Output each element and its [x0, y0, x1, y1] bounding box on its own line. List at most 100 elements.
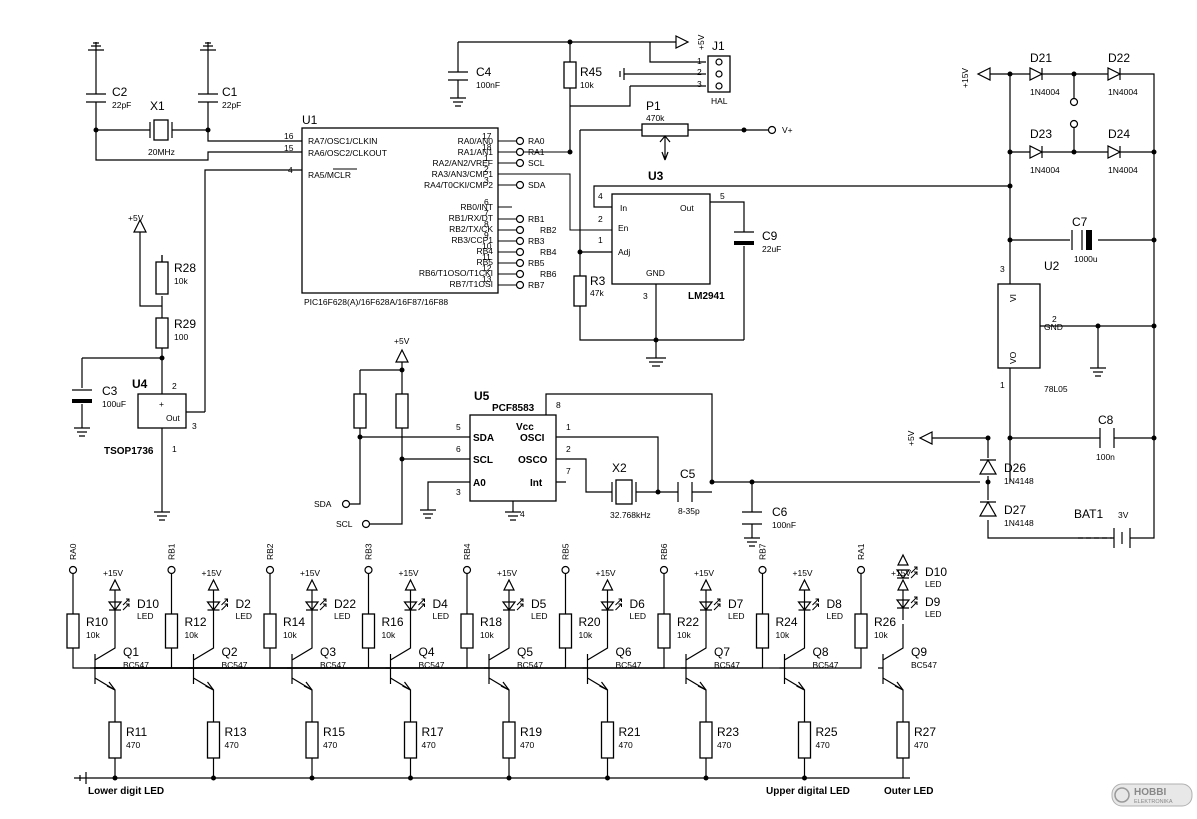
- u4-pin: 1: [172, 444, 177, 454]
- rb2-testpoint[interactable]: [515, 225, 525, 235]
- led-ref: D9: [925, 595, 941, 609]
- u5-pin-num: 4: [520, 509, 525, 519]
- rb5-testpoint[interactable]: [515, 258, 525, 268]
- x1-ref: X1: [150, 99, 165, 113]
- rb1-testpoint[interactable]: [515, 214, 525, 224]
- vplus-testpoint[interactable]: [767, 125, 777, 135]
- sda-testpoint[interactable]: [515, 180, 525, 190]
- driver-input-testpoint[interactable]: [265, 565, 275, 575]
- crystal-x1-icon: [149, 122, 173, 138]
- scl-testpoint[interactable]: [515, 158, 525, 168]
- u1-pin-num: 10: [482, 241, 492, 251]
- driver-input-testpoint[interactable]: [856, 565, 866, 575]
- d21-value: 1N4004: [1030, 87, 1060, 97]
- u1-pin-ra7: RA7/OSC1/CLKIN: [308, 136, 377, 146]
- led-supply-label: +15V: [694, 568, 714, 578]
- led-ref: D10: [925, 565, 947, 579]
- j1-ref: J1: [712, 39, 725, 53]
- u3-pin-out: Out: [680, 203, 694, 213]
- ra0-testpoint[interactable]: [515, 136, 525, 146]
- driver-net-label: RB2: [265, 543, 275, 560]
- driver-input-testpoint[interactable]: [364, 565, 373, 575]
- driver-input-testpoint[interactable]: [167, 565, 176, 575]
- d27-ref: D27: [1004, 503, 1026, 517]
- ir-plus5v-label: +5V: [128, 213, 144, 223]
- led-supply-label: +15V: [891, 568, 911, 578]
- oscillator-section: C2 22pF C1 22pF X1 20MHz: [86, 42, 302, 161]
- u3-pin-adj: Adj: [618, 247, 630, 257]
- d27-value: 1N4148: [1004, 518, 1034, 528]
- emitter-resistor-ref: R23: [717, 725, 739, 739]
- emitter-resistor-value: 470: [717, 740, 731, 750]
- u1-pin-num: 7: [484, 208, 489, 218]
- u1-ref: U1: [302, 113, 318, 127]
- u4-pin: 2: [172, 381, 177, 391]
- led-ref: D7: [728, 597, 744, 611]
- driver-input-testpoint[interactable]: [68, 565, 78, 575]
- led-label: LED: [728, 611, 745, 621]
- transistor-part: BC547: [123, 660, 149, 670]
- power-plus5v-label: +5V: [906, 430, 916, 446]
- capacitor-c4-icon: [448, 71, 468, 81]
- ac-input-testpoint[interactable]: [1069, 97, 1079, 107]
- emitter-resistor-value: 470: [520, 740, 534, 750]
- p1-ref: P1: [646, 99, 661, 113]
- led-supply-label: +15V: [202, 568, 222, 578]
- emitter-resistor-ref: R11: [126, 725, 147, 739]
- scl-input-testpoint[interactable]: [361, 519, 371, 529]
- led-icon: [698, 601, 714, 611]
- net-label: SDA: [528, 180, 546, 190]
- transistor-ref: Q4: [419, 645, 435, 659]
- driver-input-testpoint[interactable]: [561, 565, 570, 575]
- driver-net-label: RB7: [758, 543, 768, 560]
- ra1-testpoint[interactable]: [515, 147, 525, 157]
- ir-sensor-u4-icon: [137, 393, 187, 429]
- j1-plus5v-label: +5V: [696, 34, 706, 50]
- u1-pin-rb6: RB6/T1OSO/T1CKI: [419, 268, 493, 278]
- battery-bat1-icon: [1113, 528, 1131, 548]
- resistor-r42-icon: [353, 393, 367, 429]
- rb6-testpoint[interactable]: [515, 269, 525, 279]
- rtc-plus5v-label: +5V: [394, 336, 410, 346]
- u3-pin-num: 1: [598, 235, 603, 245]
- r28-ref: R28: [174, 261, 196, 275]
- ground-icon: [420, 509, 436, 519]
- c5-ref: C5: [680, 467, 696, 481]
- rtc-u5-icon: [469, 414, 557, 502]
- d21-ref: D21: [1030, 51, 1052, 65]
- emitter-resistor-icon: [305, 721, 319, 759]
- led-label: LED: [531, 611, 548, 621]
- base-resistor-icon: [854, 613, 868, 649]
- u4-pin: 3: [192, 421, 197, 431]
- u3-pin-gnd: GND: [646, 268, 665, 278]
- driver-input-testpoint[interactable]: [462, 565, 472, 575]
- u1-pin-num: 11: [482, 252, 491, 262]
- driver-net-label: RB4: [462, 543, 472, 560]
- ac-input-testpoint[interactable]: [1069, 119, 1079, 129]
- u1-pin-num: 17: [482, 131, 492, 141]
- x1-value: 20MHz: [148, 147, 175, 157]
- c8-ref: C8: [1098, 413, 1114, 427]
- u5-pin-num: 2: [566, 444, 571, 454]
- c2-ref: C2: [112, 85, 128, 99]
- emitter-resistor-ref: R27: [914, 725, 936, 739]
- emitter-resistor-value: 470: [816, 740, 830, 750]
- driver-input-testpoint[interactable]: [758, 565, 767, 575]
- base-resistor-value: 10k: [382, 630, 396, 640]
- driver-input-testpoint[interactable]: [659, 565, 669, 575]
- ground-icon: [646, 357, 666, 367]
- emitter-resistor-icon: [108, 721, 122, 759]
- sda-input-testpoint[interactable]: [341, 499, 351, 509]
- resistor-r28-icon: [155, 261, 169, 295]
- transistor-ref: Q5: [517, 645, 533, 659]
- u5-pin-int: Int: [530, 478, 543, 489]
- capacitor-c8-icon: [1099, 428, 1115, 448]
- rb4-testpoint[interactable]: [515, 247, 525, 257]
- rb7-testpoint[interactable]: [515, 280, 525, 290]
- u1-pin-ra4: RA4/T0CKI/CMP2: [424, 180, 493, 190]
- r3-value: 47k: [590, 288, 604, 298]
- rb3-testpoint[interactable]: [515, 236, 525, 246]
